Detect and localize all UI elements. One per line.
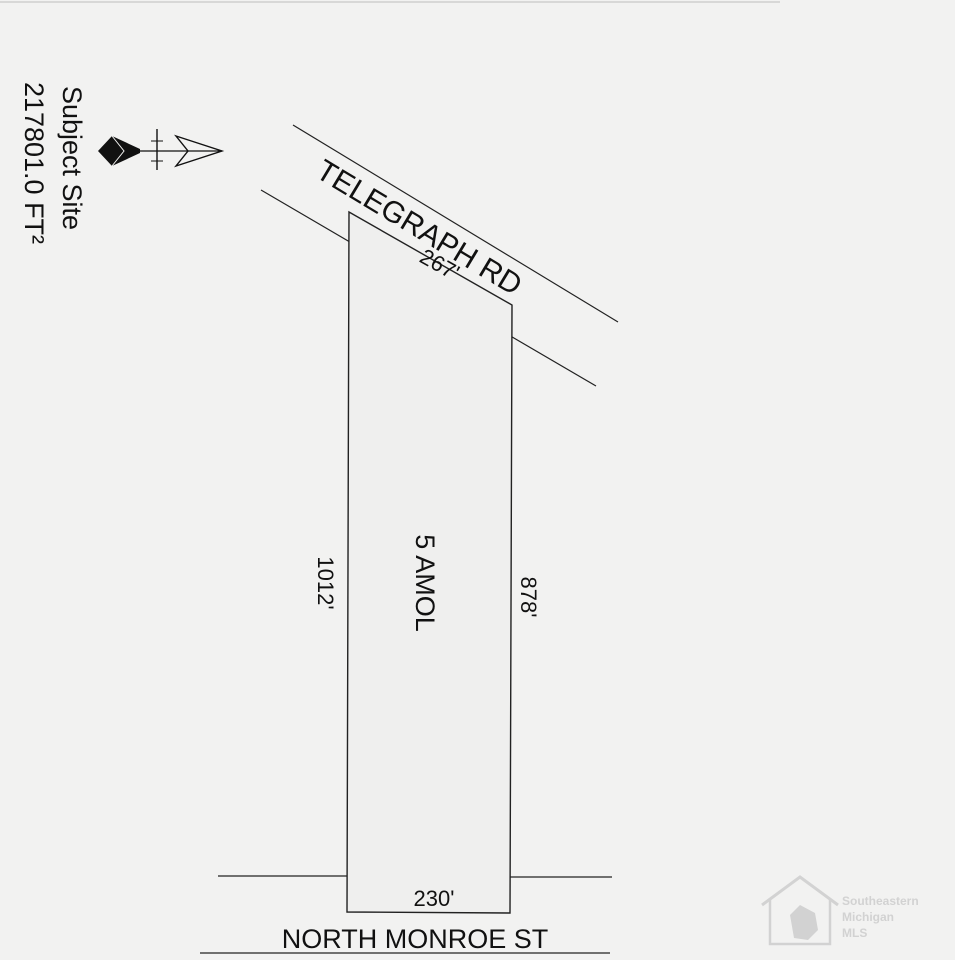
watermark-line1: Southeastern xyxy=(842,894,919,908)
watermark-line3: MLS xyxy=(842,926,867,940)
subject-area-label: 217801.0 FT² xyxy=(19,82,49,244)
parcel-outline xyxy=(346,210,513,914)
house-logo-icon xyxy=(761,875,839,946)
watermark-line2: Michigan xyxy=(842,910,894,924)
north-monroe-label: NORTH MONROE ST xyxy=(282,924,549,954)
subject-site-label: Subject Site xyxy=(57,86,87,230)
mls-watermark: Southeastern Michigan MLS xyxy=(761,875,919,946)
north-arrow-icon xyxy=(98,129,225,170)
dimension-bottom: 230' xyxy=(414,886,455,911)
dimension-right: 878' xyxy=(516,577,541,618)
dimension-left: 1012' xyxy=(313,556,338,609)
telegraph-rd-line-upper xyxy=(292,124,619,323)
parcel-name: 5 AMOL xyxy=(410,534,440,632)
